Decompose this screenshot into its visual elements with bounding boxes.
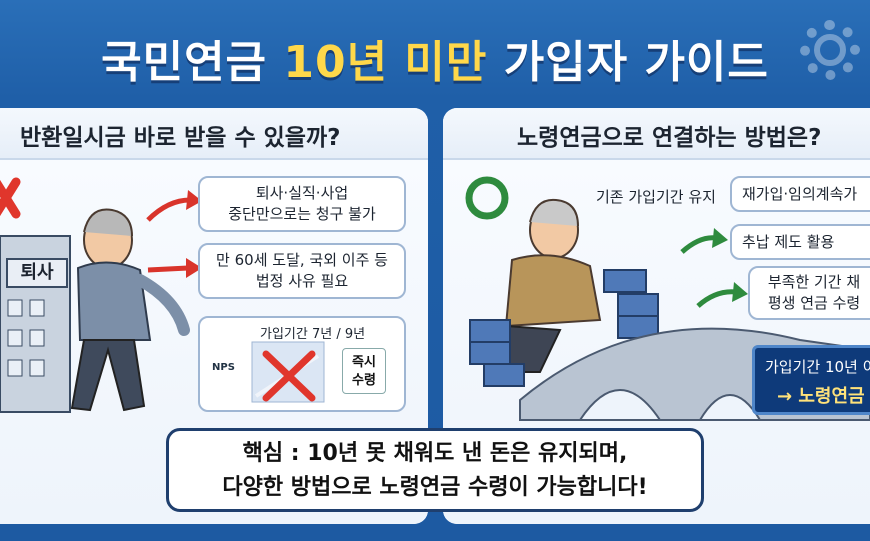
note-resignation: 퇴사·실직·사업 중단만으로는 청구 불가	[198, 176, 406, 232]
mini-chart-card: 가입기간 7년 / 9년 NPS 즉시 수령	[198, 316, 406, 412]
mini-chart-caption: 가입기간 7년 / 9년	[260, 327, 366, 342]
ten-year-highlight-box: 가입기간 10년 이 → 노령연금	[752, 345, 870, 415]
page-title: 국민연금 10년 미만 가입자 가이드	[0, 26, 870, 90]
item-fill-period: 부족한 기간 채 평생 연금 수령	[748, 266, 870, 320]
key-message-box: 핵심 : 10년 못 채워도 낸 돈은 유지되며, 다양한 방법으로 노령연금 …	[166, 428, 704, 512]
title-part2: 가입자 가이드	[503, 37, 769, 88]
gear-center-icon	[814, 34, 846, 66]
worried-man-illustration	[70, 208, 190, 412]
green-arrow-icon	[680, 228, 748, 308]
stamp-line2: 수령	[352, 373, 376, 388]
red-x-icon	[0, 177, 21, 219]
elderly-man-illustration	[490, 198, 602, 373]
note-resignation-line1: 퇴사·실직·사업	[255, 184, 349, 202]
red-arrow-icon	[146, 190, 202, 278]
mini-chart-graphic	[251, 341, 325, 403]
item-fill-period-line2: 평생 연금 수령	[767, 294, 861, 312]
left-panel-header: 반환일시금 바로 받을 수 있을까?	[0, 108, 428, 160]
note-legal-reason: 만 60세 도달, 국외 이주 등 법정 사유 필요	[198, 243, 406, 299]
item-fill-period-line1: 부족한 기간 채	[767, 273, 861, 291]
stamp-line1: 즉시	[352, 355, 376, 370]
note-legal-reason-line2: 법정 사유 필요	[255, 272, 349, 290]
green-circle-icon	[465, 176, 509, 220]
highlight-line1: 가입기간 10년 이	[765, 358, 870, 376]
brick-stack-icon	[469, 269, 659, 387]
highlight-line2: → 노령연금	[777, 386, 865, 407]
item-back-payment: 추납 제도 활용	[730, 224, 870, 260]
cross-mark-icon	[262, 350, 316, 402]
note-legal-reason-line1: 만 60세 도달, 국외 이주 등	[216, 251, 388, 269]
left-panel-title: 반환일시금 바로 받을 수 있을까?	[20, 125, 341, 151]
building-sign: 퇴사	[6, 258, 68, 288]
item-rejoin: 재가입·임의계속가	[730, 176, 870, 212]
gear-icon	[800, 20, 860, 80]
item-keep-period: 기존 가입기간 유지	[596, 188, 716, 206]
right-panel-header: 노령연금으로 연결하는 방법은?	[443, 108, 870, 160]
right-panel-title: 노령연금으로 연결하는 방법은?	[517, 125, 822, 151]
instant-receipt-stamp: 즉시 수령	[342, 348, 386, 394]
title-part1: 국민연금	[101, 37, 268, 88]
header-banner: 국민연금 10년 미만 가입자 가이드	[0, 0, 870, 108]
nps-logo: NPS	[212, 362, 235, 373]
note-resignation-line2: 중단만으로는 청구 불가	[228, 205, 376, 223]
key-message-line2: 다양한 방법으로 노령연금 수령이 가능합니다!	[222, 475, 648, 500]
title-highlight: 10년 미만	[283, 37, 488, 88]
key-message-line1: 핵심 : 10년 못 채워도 낸 돈은 유지되며,	[242, 441, 628, 466]
